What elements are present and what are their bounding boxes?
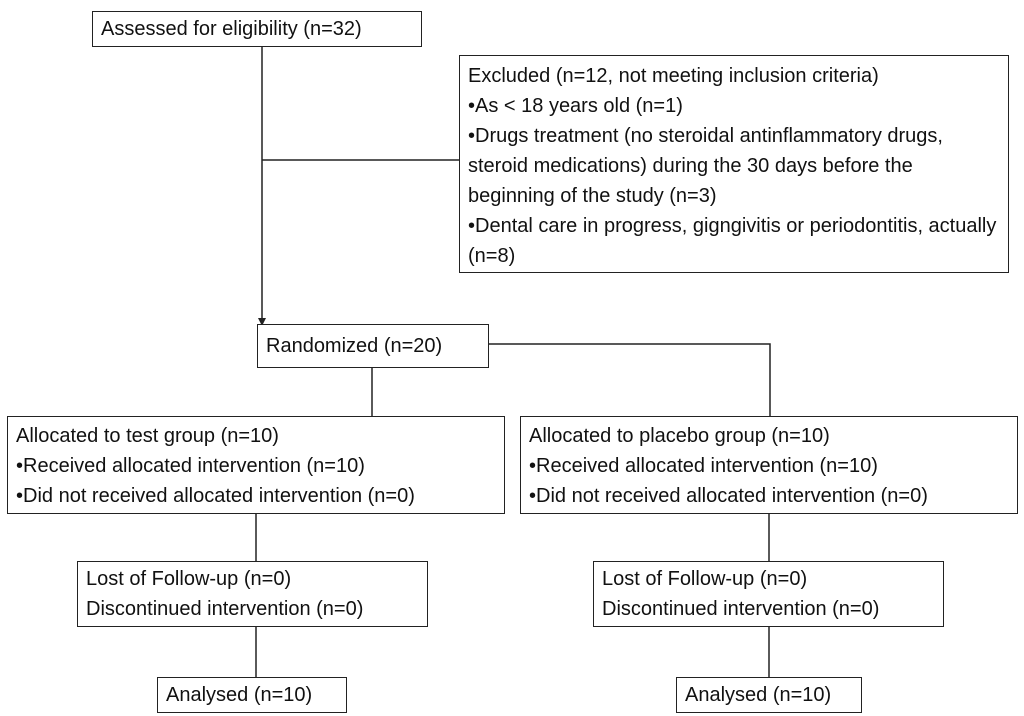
placebo-analysed-label: Analysed (n=10) <box>685 684 832 706</box>
placebo-not-received-label: •Did not received allocated intervention… <box>529 485 928 507</box>
excluded-reason-age: •As < 18 years old (n=1) <box>468 95 683 117</box>
test-allocation-box: Allocated to test group (n=10) •Received… <box>7 416 505 514</box>
test-allocated-label: Allocated to test group (n=10) <box>16 425 279 447</box>
placebo-allocated-label: Allocated to placebo group (n=10) <box>529 425 830 447</box>
test-lost-label: Lost of Follow-up (n=0) <box>86 568 292 590</box>
assessed-box: Assessed for eligibility (n=32) <box>92 11 422 47</box>
test-followup-box: Lost of Follow-up (n=0) Discontinued int… <box>77 561 428 627</box>
excluded-reason-drugs: •Drugs treatment (no steroidal antinflam… <box>468 125 943 207</box>
placebo-lost-label: Lost of Follow-up (n=0) <box>602 568 808 590</box>
placebo-received-label: •Received allocated intervention (n=10) <box>529 455 878 477</box>
test-not-received-label: •Did not received allocated intervention… <box>16 485 415 507</box>
randomized-to-placebo-line <box>489 343 771 416</box>
excluded-box: Excluded (n=12, not meeting inclusion cr… <box>459 55 1009 273</box>
test-received-label: •Received allocated intervention (n=10) <box>16 455 365 477</box>
placebo-discontinued-label: Discontinued intervention (n=0) <box>602 598 880 620</box>
randomized-label: Randomized (n=20) <box>266 335 443 357</box>
assessed-label: Assessed for eligibility (n=32) <box>101 18 362 40</box>
excluded-title: Excluded (n=12, not meeting inclusion cr… <box>468 65 879 87</box>
excluded-reason-dental: •Dental care in progress, gigngivitis or… <box>468 215 997 267</box>
placebo-allocation-box: Allocated to placebo group (n=10) •Recei… <box>520 416 1018 514</box>
randomized-box: Randomized (n=20) <box>257 324 489 368</box>
test-analysed-box: Analysed (n=10) <box>157 677 347 713</box>
test-discontinued-label: Discontinued intervention (n=0) <box>86 598 364 620</box>
placebo-analysed-box: Analysed (n=10) <box>676 677 862 713</box>
test-analysed-label: Analysed (n=10) <box>166 684 313 706</box>
placebo-followup-box: Lost of Follow-up (n=0) Discontinued int… <box>593 561 944 627</box>
